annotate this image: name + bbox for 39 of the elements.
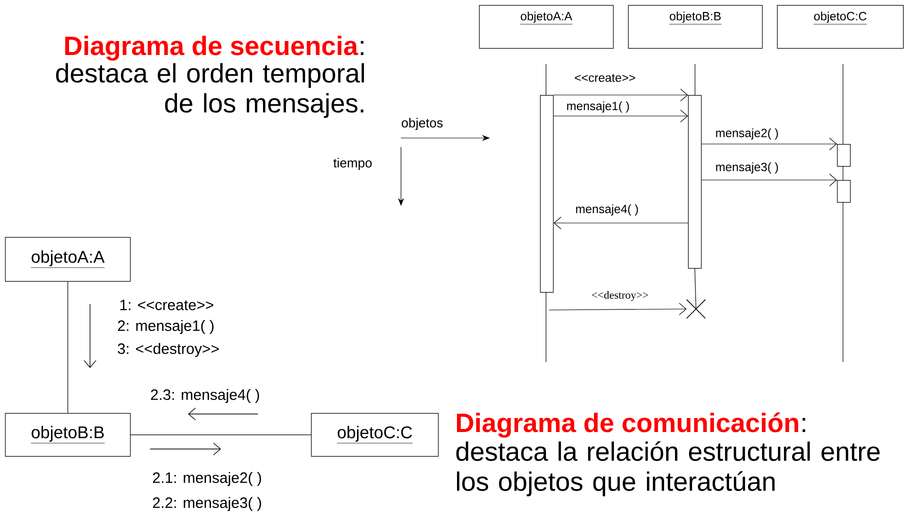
message-label: mensaje4( ) [574,203,640,217]
message-label: 2.3: mensaje4( ) [150,389,260,403]
message-label: 2.2: mensaje3( ) [152,497,262,511]
axis-label: tiempo [333,158,372,170]
message-label: <<create>> [573,73,637,83]
message-arrow [554,216,688,230]
link-line [130,434,312,436]
object-box: objetoB:B [5,413,131,457]
message-label: 2: mensaje1( ) [118,320,214,334]
message-label: 2.1: mensaje2( ) [152,472,262,486]
object-box: objetoC:C [311,413,439,457]
message-label: 3: <<destroy>> [118,343,219,357]
description-text: destaca el orden temporal de los mensajes. [56,63,364,118]
lifeline [694,268,696,310]
message-label: 1: <<create>> [120,300,214,310]
object-box: objetoB:B [628,5,763,49]
message-label: mensaje3( ) [714,161,780,175]
message-label: mensaje2( ) [714,127,780,141]
heading-text: : [360,41,364,55]
object-box: objetoA:A [479,5,614,49]
destroy-cross [686,299,706,319]
activation-bar [688,95,702,269]
message-arrow [548,302,687,316]
activation-bar [837,180,851,203]
heading-text: : [802,418,806,432]
message-label: <<destroy>> [590,290,650,302]
description-text: destaca la relación estructural entre los objetos que interactúan [456,441,880,496]
heading-text: Diagrama de secuencia [65,36,358,61]
message-label: mensaje1( ) [565,100,631,114]
message-arrow [701,174,837,186]
message-arrow [553,88,688,102]
heading-text: Diagrama de comunicación [456,412,798,438]
activation-bar [540,95,554,293]
activation-bar [837,144,851,167]
message-arrow [553,110,688,122]
object-box: objetoC:C [777,5,904,49]
message-arrow [701,138,837,150]
axis-label: objetos [402,118,443,130]
object-box: objetoA:A [5,236,131,282]
